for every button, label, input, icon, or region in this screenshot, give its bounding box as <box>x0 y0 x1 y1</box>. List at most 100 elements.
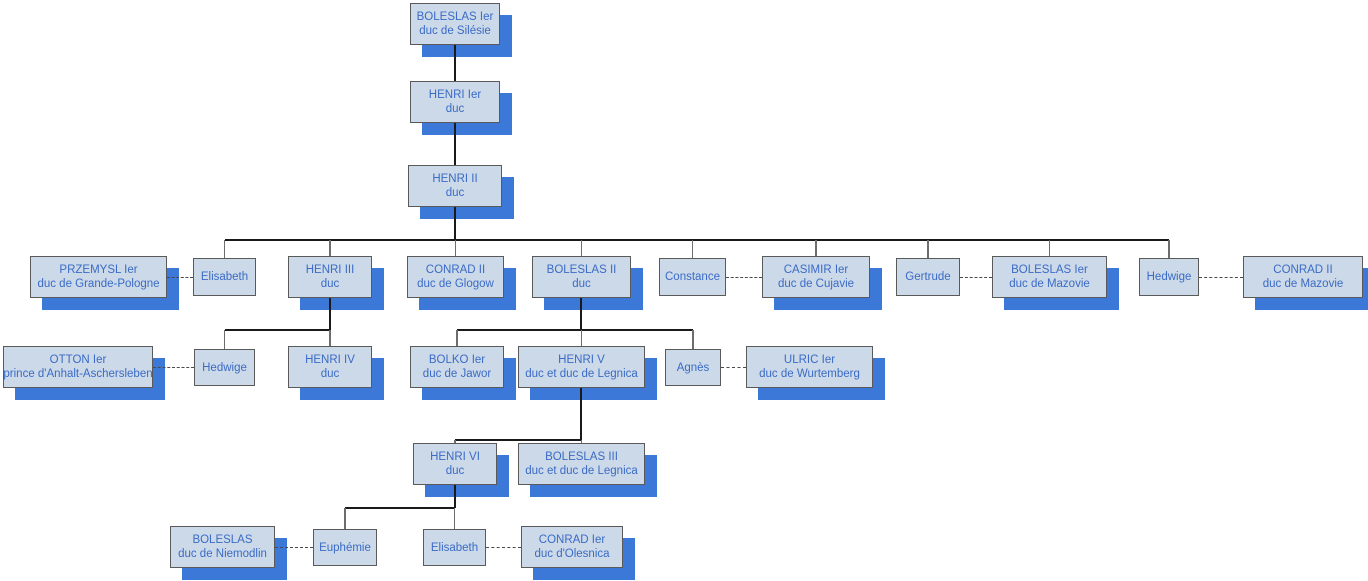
person-title: duc <box>445 187 465 199</box>
spouse-link-hedwige-a-conrad2maz <box>1199 277 1243 278</box>
person-name: CASIMIR Ier <box>783 264 849 276</box>
person-name: HENRI IV <box>305 354 355 366</box>
connector-drop-euphemie <box>344 508 346 529</box>
person-name: CONRAD Ier <box>538 534 606 546</box>
person-node-agnes[interactable]: Agnès <box>665 349 721 386</box>
person-title: duc <box>320 278 340 290</box>
connector-drop-hedwige-b <box>223 330 226 349</box>
person-title: duc de Cujavie <box>777 278 855 290</box>
person-title: duc <box>320 368 340 380</box>
person-title: duc de Niemodlin <box>178 548 267 560</box>
connector-drop-boleslas2 <box>580 240 583 256</box>
connector-stem-boleslas2 <box>580 298 582 330</box>
person-name: BOLESLAS <box>192 534 253 546</box>
person-title: duc d'Olesnica <box>534 548 610 560</box>
connector-drop-hedwige-a <box>1168 240 1170 258</box>
person-node-boleslasniem[interactable]: BOLESLAS duc de Niemodlin <box>170 526 275 568</box>
person-title: prince d'Anhalt-Aschersleben <box>3 368 153 380</box>
person-node-henri4[interactable]: HENRI IV duc <box>288 346 372 388</box>
person-name: CONRAD II <box>1273 264 1333 276</box>
person-name: Elisabeth <box>430 541 479 554</box>
person-title: duc <box>572 278 591 290</box>
connector-bus-boleslas2 <box>457 329 693 331</box>
person-title: duc et duc de Legnica <box>525 368 638 380</box>
person-node-hedwige-b[interactable]: Hedwige <box>194 349 255 386</box>
spouse-link-constance-casimir1 <box>726 277 762 278</box>
person-node-boleslas2[interactable]: BOLESLAS II duc <box>532 256 631 298</box>
person-node-conrad2glogow[interactable]: CONRAD II duc de Glogow <box>407 256 504 298</box>
person-node-henri6[interactable]: HENRI VI duc <box>413 443 497 485</box>
person-name: Agnès <box>676 361 710 374</box>
person-title: duc de Jawor <box>422 368 492 380</box>
connector-stem-henri2 <box>454 207 456 240</box>
spouse-link-boleslasniem-euphemie <box>275 547 313 548</box>
person-title: duc de Mazovie <box>1262 278 1344 290</box>
connector-drop-casimir1 <box>815 240 817 256</box>
connector-drop-henri6 <box>454 440 456 443</box>
person-node-boleslas1[interactable]: BOLESLAS Ier duc de Silésie <box>410 3 500 45</box>
person-node-henri5[interactable]: HENRI V duc et duc de Legnica <box>518 346 645 388</box>
connector-stem-boleslas1 <box>454 45 456 81</box>
spouse-link-przemysl1-elisabeth-a <box>167 277 193 278</box>
connector-stem-henri6 <box>454 485 456 508</box>
person-title: duc <box>445 103 465 115</box>
person-node-henri3[interactable]: HENRI III duc <box>288 256 372 298</box>
person-name: Euphémie <box>319 541 371 554</box>
connector-drop-henri3 <box>329 240 331 256</box>
person-name: CONRAD II <box>425 264 486 276</box>
connector-stem-henri5 <box>580 388 582 440</box>
person-name: BOLESLAS II <box>546 264 617 276</box>
person-node-conrad1oles[interactable]: CONRAD Ier duc d'Olesnica <box>521 526 623 568</box>
person-node-gertrude[interactable]: Gertrude <box>896 258 960 296</box>
person-name: Elisabeth <box>200 271 249 283</box>
person-node-henri1[interactable]: HENRI Ier duc <box>410 81 500 123</box>
person-node-otton1[interactable]: OTTON Ier prince d'Anhalt-Aschersleben <box>3 346 153 388</box>
connector-bus-henri6 <box>345 507 455 509</box>
person-node-henri2[interactable]: HENRI II duc <box>408 165 502 207</box>
connector-drop-henri4 <box>329 330 331 346</box>
person-name: OTTON Ier <box>49 354 107 366</box>
person-name: ULRIC Ier <box>783 354 836 366</box>
connector-bus-henri2 <box>224 239 1169 241</box>
spouse-link-otton1-hedwige-b <box>153 367 194 368</box>
person-name: HENRI VI <box>430 451 480 463</box>
person-node-hedwige-a[interactable]: Hedwige <box>1139 258 1199 296</box>
person-node-przemysl1[interactable]: PRZEMYSL Ier duc de Grande-Pologne <box>30 256 167 298</box>
connector-drop-boleslas1maz <box>1048 240 1051 256</box>
connector-drop-boleslas3 <box>580 440 583 443</box>
person-name: PRZEMYSL Ier <box>59 264 138 276</box>
person-title: duc <box>445 465 465 477</box>
connector-drop-agnes <box>692 330 694 349</box>
person-title: duc de Glogow <box>417 278 494 290</box>
person-node-elisabeth-a[interactable]: Elisabeth <box>193 258 256 296</box>
connector-drop-conrad2glogow <box>454 240 457 256</box>
person-node-casimir1[interactable]: CASIMIR Ier duc de Cujavie <box>762 256 870 298</box>
person-node-conrad2maz[interactable]: CONRAD II duc de Mazovie <box>1243 256 1363 298</box>
person-name: Hedwige <box>1146 271 1192 283</box>
spouse-link-elisabeth-b-conrad1oles <box>486 547 521 548</box>
person-name: HENRI III <box>305 264 355 276</box>
person-name: HENRI V <box>558 354 605 366</box>
person-name: BOLESLAS III <box>545 451 618 463</box>
person-name: BOLESLAS Ier <box>416 11 494 23</box>
person-name: HENRI II <box>432 173 478 185</box>
person-title: duc de Grande-Pologne <box>37 278 160 290</box>
connector-drop-elisabeth-a <box>223 240 226 258</box>
spouse-link-agnes-ulric1 <box>721 367 746 368</box>
person-title: duc de Silésie <box>419 25 491 37</box>
person-name: HENRI Ier <box>428 89 482 101</box>
person-name: Hedwige <box>202 361 247 374</box>
spouse-link-gertrude-boleslas1maz <box>960 277 992 278</box>
person-title: duc de Mazovie <box>1009 278 1090 290</box>
person-name: Gertrude <box>905 271 951 283</box>
person-node-constance[interactable]: Constance <box>659 258 726 296</box>
person-node-euphemie[interactable]: Euphémie <box>313 529 377 566</box>
person-node-elisabeth-b[interactable]: Elisabeth <box>423 529 486 566</box>
connector-stem-henri3 <box>329 298 331 330</box>
connector-drop-bolko1 <box>456 330 458 346</box>
